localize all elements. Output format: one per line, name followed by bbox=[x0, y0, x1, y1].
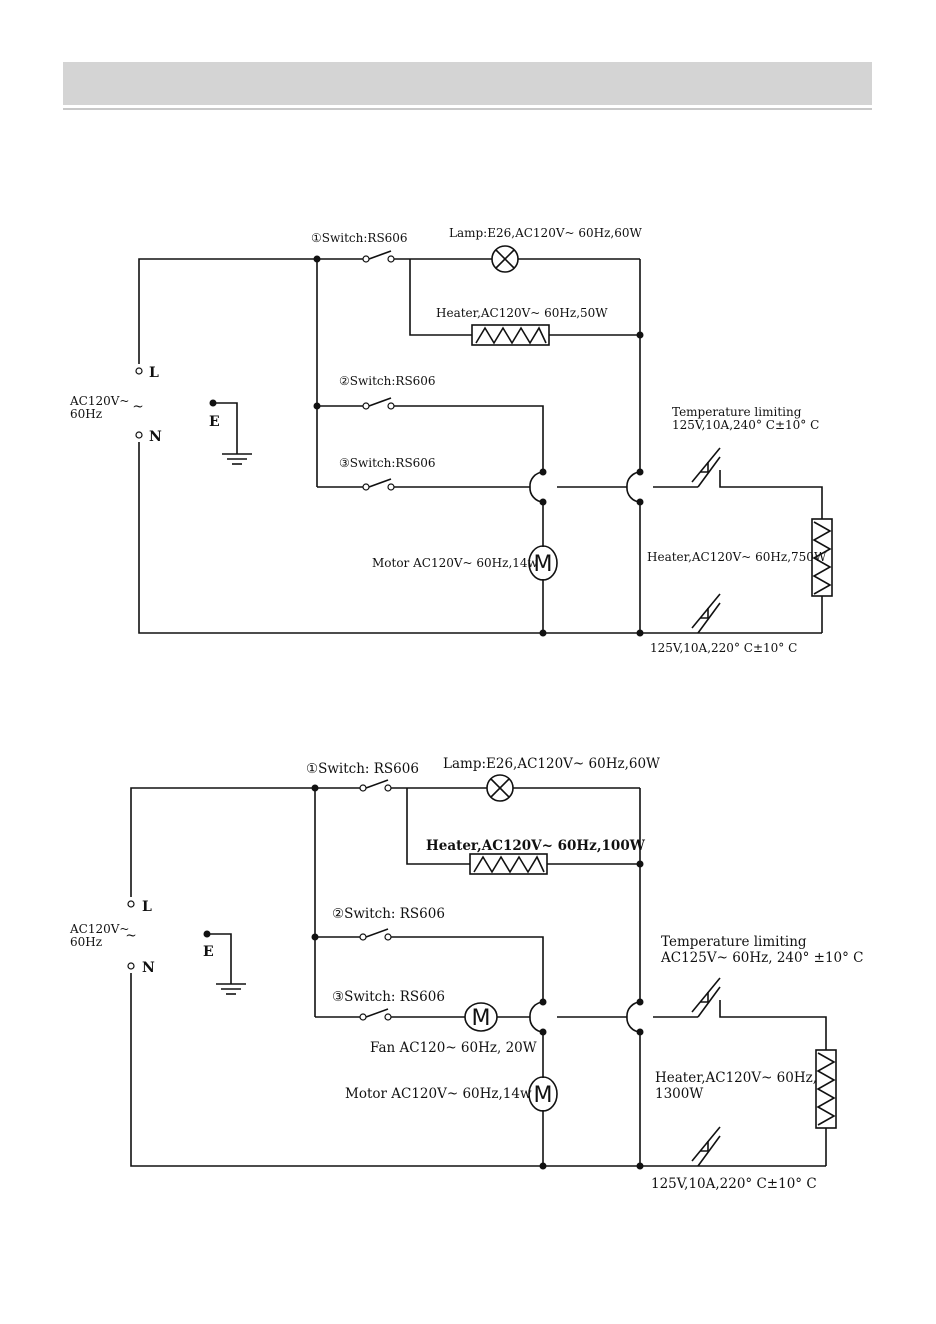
thermostat-240 bbox=[691, 977, 721, 1018]
fan-letter: M bbox=[472, 1006, 491, 1031]
thermostat-240 bbox=[691, 447, 721, 488]
header-bar bbox=[63, 62, 872, 105]
thermostat-low-label: 125V,10A,220° C±10° C bbox=[651, 1176, 817, 1192]
switch-1 bbox=[362, 250, 395, 263]
switch-1 bbox=[359, 779, 392, 792]
small-heater-symbol bbox=[471, 324, 550, 346]
source-frequency: 60Hz bbox=[70, 407, 102, 421]
terminal-e-label: E bbox=[203, 944, 214, 960]
small-heater-symbol bbox=[469, 853, 548, 875]
ac-symbol: ~ bbox=[125, 928, 136, 944]
neutral-wire bbox=[130, 973, 826, 1167]
motor-label: Motor AC120V~ 60Hz,14w bbox=[345, 1086, 532, 1102]
terminal-l-label: L bbox=[149, 365, 159, 381]
lamp-label: Lamp:E26,AC120V~ 60Hz,60W bbox=[443, 756, 660, 772]
switch-3-label: ③Switch: RS606 bbox=[332, 989, 445, 1005]
switch-2-label: ②Switch: RS606 bbox=[332, 906, 445, 922]
main-heater-power: 1300W bbox=[655, 1086, 703, 1102]
terminal-l bbox=[127, 900, 135, 908]
switch-3 bbox=[359, 1008, 392, 1021]
terminal-n bbox=[135, 431, 143, 439]
motor-letter: M bbox=[534, 552, 553, 577]
motor-letter: M bbox=[534, 1083, 553, 1108]
switch-2-label: ②Switch:RS606 bbox=[339, 374, 436, 388]
thermostat-low-label: 125V,10A,220° C±10° C bbox=[650, 641, 797, 655]
temp-limit-spec: 125V,10A,240° C±10° C bbox=[672, 418, 819, 432]
wiring-diagram-1: M ①Switch:RS606 Lamp:E26,AC120V~ 60Hz,60… bbox=[69, 226, 833, 655]
neutral-wire bbox=[138, 442, 822, 634]
wiring-diagram-2: M M bbox=[69, 756, 864, 1192]
terminal-n-label: N bbox=[149, 429, 162, 445]
source-voltage: AC120V~ bbox=[69, 922, 129, 936]
switch-2 bbox=[359, 928, 392, 941]
fan-label: Fan AC120~ 60Hz, 20W bbox=[370, 1040, 537, 1056]
lamp-symbol bbox=[491, 245, 519, 273]
header-rule bbox=[63, 108, 872, 110]
temp-limit-title: Temperature limiting bbox=[672, 405, 802, 419]
lamp-symbol bbox=[486, 774, 514, 802]
thermostat-220 bbox=[691, 1126, 721, 1167]
terminal-n-label: N bbox=[142, 960, 155, 976]
terminal-e-label: E bbox=[209, 414, 220, 430]
source-frequency: 60Hz bbox=[70, 935, 102, 949]
live-wire bbox=[138, 258, 363, 364]
motor-symbol: M bbox=[528, 1076, 558, 1112]
switch-3-label: ③Switch:RS606 bbox=[339, 456, 436, 470]
lamp-label: Lamp:E26,AC120V~ 60Hz,60W bbox=[449, 226, 642, 240]
temp-limit-title: Temperature limiting bbox=[661, 934, 807, 950]
main-heater-label: Heater,AC120V~ 60Hz, bbox=[655, 1070, 817, 1086]
terminal-l bbox=[135, 367, 143, 375]
motor-symbol: M bbox=[528, 545, 558, 581]
switch-1-label: ①Switch: RS606 bbox=[306, 761, 419, 777]
small-heater-label: Heater,AC120V~ 60Hz,50W bbox=[436, 306, 608, 320]
switch-3 bbox=[362, 478, 395, 491]
temp-limit-spec: AC125V~ 60Hz, 240° ±10° C bbox=[660, 950, 864, 966]
source-voltage: AC120V~ bbox=[69, 394, 129, 408]
switch-1-label: ①Switch:RS606 bbox=[311, 231, 408, 245]
switch-2 bbox=[362, 397, 395, 410]
terminal-l-label: L bbox=[142, 899, 152, 915]
motor-label: Motor AC120V~ 60Hz,14w bbox=[372, 556, 539, 570]
ac-symbol: ~ bbox=[132, 399, 143, 415]
thermostat-220 bbox=[691, 593, 721, 634]
main-heater-symbol bbox=[815, 1049, 837, 1129]
main-heater-label: Heater,AC120V~ 60Hz,750W bbox=[647, 550, 827, 564]
terminal-n bbox=[127, 962, 135, 970]
live-wire bbox=[130, 787, 360, 897]
small-heater-label: Heater,AC120V~ 60Hz,100W bbox=[426, 838, 646, 854]
fan-motor-symbol: M bbox=[464, 1002, 498, 1032]
